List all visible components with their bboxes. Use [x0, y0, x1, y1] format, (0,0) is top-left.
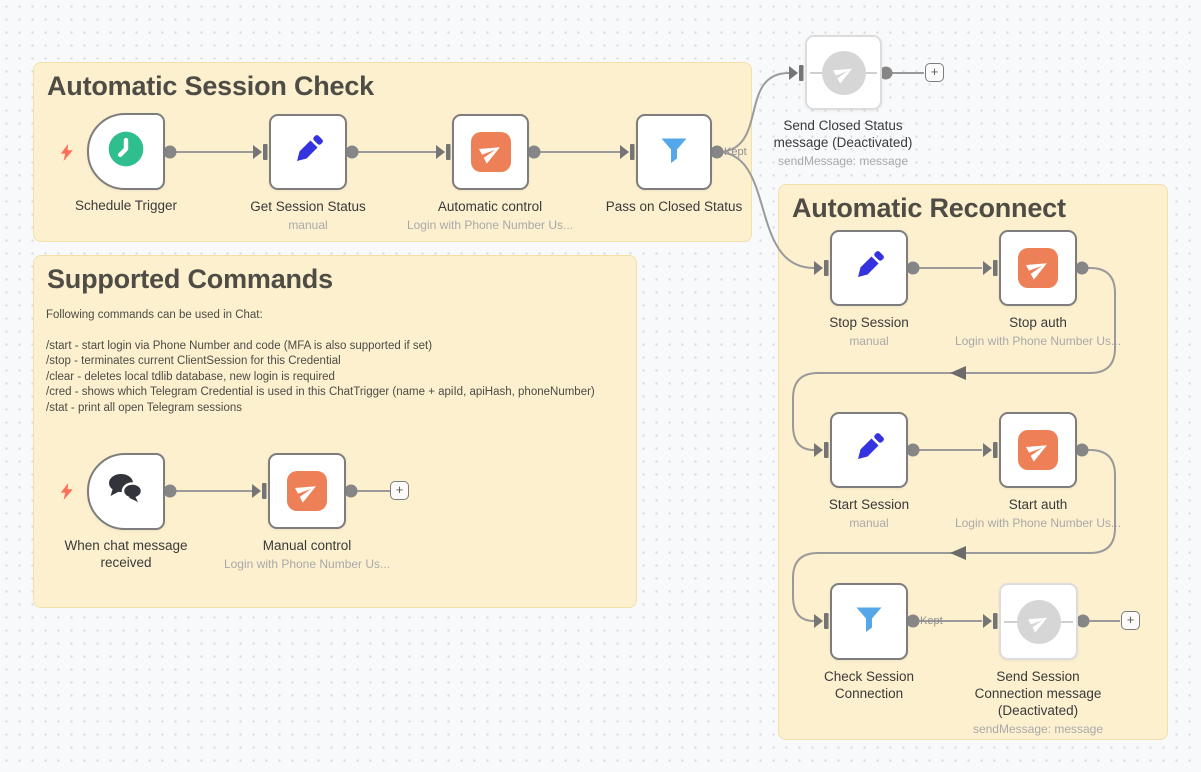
node-subtitle: Login with Phone Number Us...: [954, 516, 1122, 530]
node-title: Manual control: [262, 538, 352, 553]
input-port[interactable]: [983, 442, 998, 458]
input-port[interactable]: [789, 65, 804, 81]
arrow-left-icon: [950, 366, 966, 380]
node-subtitle: manual: [849, 516, 889, 530]
node-title: Check Session Connection: [823, 669, 915, 701]
telegram-icon: [470, 132, 511, 172]
trigger-bolt-icon: [60, 144, 73, 161]
pencil-icon: [288, 130, 328, 175]
commands-intro: Following commands can be used in Chat:: [46, 309, 263, 321]
command-line: /start - start login via Phone Number an…: [46, 339, 433, 352]
node-title: Start Session: [828, 497, 910, 512]
trigger-bolt-icon: [60, 483, 73, 500]
input-port[interactable]: [620, 144, 635, 160]
node-stop-auth[interactable]: [999, 230, 1077, 306]
node-start-auth[interactable]: [999, 412, 1077, 488]
input-port[interactable]: [814, 260, 829, 276]
command-line: /cred - shows which Telegram Credential …: [46, 386, 595, 398]
output-port[interactable]: [163, 484, 177, 498]
node-subtitle: manual: [849, 334, 889, 348]
output-port[interactable]: [344, 484, 358, 498]
arrow-left-icon: [950, 546, 966, 560]
input-port[interactable]: [983, 613, 998, 629]
node-subtitle: Login with Phone Number Us...: [223, 557, 391, 571]
node-title: Get Session Status: [250, 199, 366, 214]
output-port[interactable]: [710, 145, 724, 159]
node-stop-session[interactable]: [830, 230, 908, 306]
telegram-icon: [1018, 248, 1058, 288]
add-node-button[interactable]: +: [925, 63, 944, 82]
output-port[interactable]: [1076, 614, 1090, 628]
connection-pass-to-send-closed[interactable]: [716, 72, 790, 153]
node-subtitle: Login with Phone Number Us...: [954, 334, 1122, 348]
sticky-title: Supported Commands: [47, 264, 333, 294]
output-port[interactable]: [1075, 443, 1089, 457]
connection-pass-to-stop-session[interactable]: [716, 151, 815, 269]
node-subtitle: manual: [288, 218, 328, 232]
telegram-icon: [1018, 430, 1058, 470]
node-title: When chat message received: [64, 538, 188, 570]
output-port[interactable]: [879, 66, 893, 80]
command-line: /clear - deletes local tdlib database, n…: [46, 370, 335, 383]
node-schedule-trigger[interactable]: [87, 113, 165, 190]
output-port[interactable]: [906, 614, 920, 628]
filter-icon: [849, 599, 889, 644]
input-port[interactable]: [252, 483, 267, 499]
output-port[interactable]: [1075, 261, 1089, 275]
connection-stop-auth-to-start-session[interactable]: [792, 267, 1116, 451]
chat-icon: [104, 467, 148, 516]
node-get-session-status[interactable]: [269, 114, 347, 190]
output-port[interactable]: [345, 145, 359, 159]
output-port[interactable]: [906, 443, 920, 457]
node-title: Schedule Trigger: [74, 198, 178, 213]
node-when-chat-message-received[interactable]: [87, 453, 165, 530]
telegram-icon: [287, 471, 327, 511]
node-title: Automatic control: [437, 199, 543, 214]
output-port[interactable]: [163, 145, 177, 159]
sticky-title: Automatic Reconnect: [792, 193, 1066, 223]
pencil-icon: [849, 246, 889, 291]
node-subtitle: Login with Phone Number Us...: [406, 218, 574, 232]
node-pass-on-closed-status[interactable]: [636, 114, 712, 190]
node-start-session[interactable]: [830, 412, 908, 488]
sticky-body: Following commands can be used in Chat: …: [34, 308, 636, 416]
command-line: /stop - terminates current ClientSession…: [46, 355, 341, 367]
output-branch-label-kept: Kept: [724, 146, 747, 158]
node-title: Send Closed Status message (Deactivated): [773, 118, 913, 150]
telegram-disabled-icon: [1016, 599, 1061, 644]
sticky-supported-commands[interactable]: Supported Commands Following commands ca…: [33, 255, 637, 608]
node-send-session-connection-message[interactable]: [999, 583, 1078, 660]
node-title: Send Session Connection message (Deactiv…: [974, 669, 1102, 718]
output-branch-label-kept: Kept: [920, 615, 943, 627]
node-title: Stop auth: [1009, 315, 1067, 330]
node-send-closed-status-message[interactable]: [805, 35, 882, 110]
telegram-disabled-icon: [821, 50, 866, 95]
node-manual-control[interactable]: [268, 453, 346, 529]
sticky-title: Automatic Session Check: [47, 71, 374, 101]
input-port[interactable]: [983, 260, 998, 276]
add-node-button[interactable]: +: [390, 481, 409, 500]
node-title: Stop Session: [829, 315, 909, 330]
node-subtitle: sendMessage: message: [972, 722, 1104, 736]
node-check-session-connection[interactable]: [830, 583, 908, 660]
output-port[interactable]: [527, 145, 541, 159]
input-port[interactable]: [436, 144, 451, 160]
filter-icon: [654, 130, 694, 175]
node-title: Pass on Closed Status: [605, 199, 743, 214]
input-port[interactable]: [253, 144, 268, 160]
clock-icon: [105, 128, 147, 175]
pencil-icon: [849, 428, 889, 473]
input-port[interactable]: [814, 613, 829, 629]
node-title: Start auth: [1008, 497, 1068, 512]
connection-start-auth-to-check[interactable]: [792, 449, 1116, 622]
command-line: /stat - print all open Telegram sessions: [46, 401, 243, 414]
input-port[interactable]: [814, 442, 829, 458]
node-subtitle: sendMessage: message: [777, 154, 909, 168]
add-node-button[interactable]: +: [1121, 611, 1140, 630]
node-automatic-control[interactable]: [452, 114, 529, 190]
output-port[interactable]: [906, 261, 920, 275]
